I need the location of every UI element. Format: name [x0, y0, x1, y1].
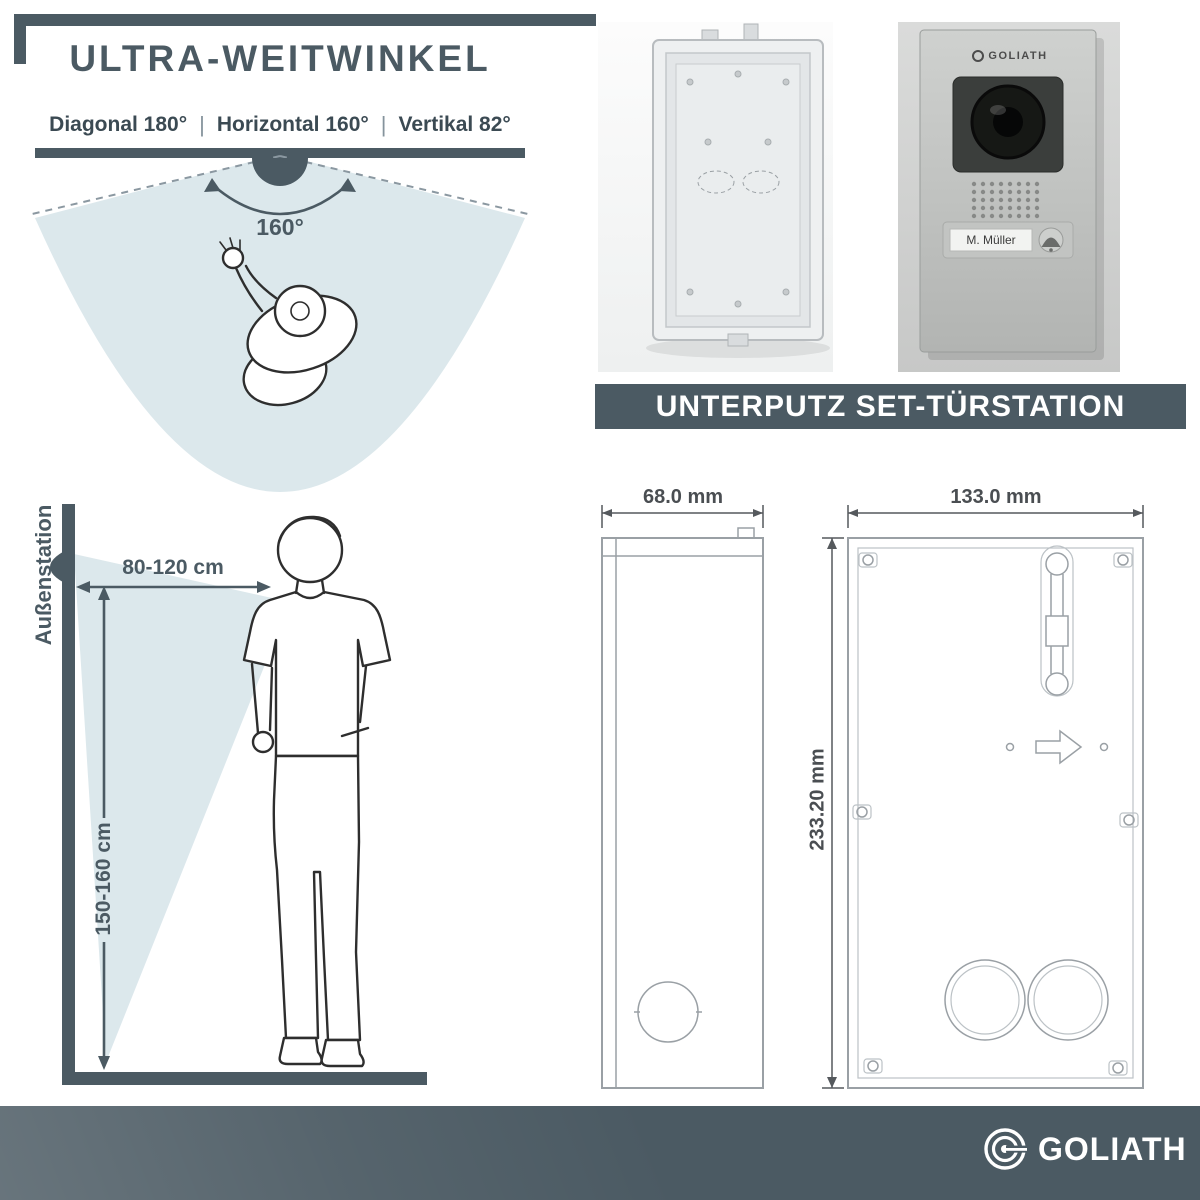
- direction-arrow-mark: [1035, 729, 1083, 765]
- arc-arrowhead-right: [339, 178, 356, 192]
- bell-clapper: [1049, 248, 1053, 252]
- camera-beam: [74, 554, 290, 1062]
- front-view-drawing: [822, 505, 1144, 1089]
- width-dimension-label: 133.0 mm: [950, 486, 1042, 508]
- depth-arrowhead-right: [753, 509, 763, 517]
- spec-divider: |: [199, 112, 205, 137]
- person-arm: [234, 266, 264, 313]
- footer-logo: GOLIATH: [982, 1126, 1187, 1172]
- angle-arc: [213, 185, 347, 216]
- fov-edge-left: [31, 155, 281, 215]
- distance-label: 80-120 cm: [122, 556, 224, 579]
- device-brand: GOLIATH: [948, 50, 1072, 62]
- angle-value-label: 160°: [256, 214, 304, 240]
- height-dimension-line: [822, 537, 844, 1089]
- person-top-view: [219, 237, 358, 407]
- height-label: 150-160 cm: [92, 822, 115, 936]
- knockout-oval-left: [697, 170, 735, 194]
- product-banner: UNTERPUTZ SET-TÜRSTATION: [595, 384, 1186, 429]
- person-pocket-arm: [340, 664, 370, 738]
- frame-left-stub: [14, 14, 26, 64]
- screw-holes: [686, 70, 790, 308]
- lens-highlight: [990, 105, 1006, 115]
- person-hair: [277, 515, 342, 544]
- goliath-logo-icon: [984, 1128, 1028, 1170]
- angle-diagram-graphic: [31, 148, 529, 492]
- height-arrowhead-top: [827, 538, 837, 549]
- height-dimension-label: 233.20 mm: [806, 748, 829, 851]
- side-box-outline: [601, 537, 764, 1089]
- person-shoe-right: [320, 1038, 365, 1068]
- device-logo-icon: [972, 50, 985, 62]
- technical-drawings: [601, 505, 1144, 1089]
- depth-arrowhead-left: [602, 509, 612, 517]
- keyhole-slots: [1040, 545, 1074, 697]
- bell-icon: [1041, 237, 1061, 247]
- pilot-hole-left: [1005, 742, 1015, 752]
- person-pants: [272, 754, 362, 1042]
- footer-brand-text: GOLIATH: [1038, 1130, 1187, 1167]
- speaker-grille: [971, 181, 1040, 219]
- spec-horizontal: Horizontal 160°: [216, 113, 369, 136]
- angle-specs-row: Diagonal 180° | Horizontal 160° | Vertik…: [20, 112, 540, 138]
- pilot-hole-right: [1099, 742, 1109, 752]
- person-arm-inner: [244, 264, 278, 300]
- side-view-drawing: [601, 505, 764, 1089]
- floor-bar: [62, 1072, 427, 1085]
- width-dimension-line: [847, 505, 1144, 528]
- photo-flush-mount-box: [598, 22, 833, 372]
- width-arrowhead-left: [848, 509, 858, 517]
- footer-swoosh: [0, 1106, 1200, 1200]
- spec-diagonal: Diagonal 180°: [49, 113, 188, 136]
- mounting-diagram-graphic: [50, 504, 427, 1085]
- person-fingers: [219, 237, 241, 251]
- person-side-view: [242, 515, 392, 1068]
- person-head: [273, 284, 327, 338]
- mounting-clip-bottom: [727, 333, 749, 347]
- person-hand: [221, 246, 245, 270]
- person-hand: [251, 730, 275, 754]
- height-arrowhead-bottom: [98, 1056, 110, 1070]
- photo-door-station: [898, 22, 1120, 372]
- distance-arrowhead-right: [257, 581, 271, 593]
- camera-lens-icon: [252, 158, 308, 186]
- footer-band: [0, 1106, 1200, 1200]
- person-shoe-left: [278, 1036, 323, 1066]
- box-shadow: [646, 338, 830, 358]
- frame-top-bar: [14, 14, 596, 26]
- fov-edge-right: [279, 155, 529, 215]
- height-arrowhead-top: [98, 586, 110, 600]
- height-arrowhead-bottom: [827, 1077, 837, 1088]
- front-box-outline: [847, 537, 1144, 1089]
- spec-vertikal: Vertikal 82°: [398, 113, 511, 136]
- station-device-icon: [50, 546, 75, 588]
- depth-dimension-label: 68.0 mm: [642, 486, 724, 508]
- side-box-folds: [602, 538, 763, 1088]
- person-hair-whorl: [290, 301, 310, 321]
- distance-arrowhead-left: [76, 581, 90, 593]
- wall-bar: [62, 504, 75, 1084]
- camera-lens-core: [993, 107, 1023, 137]
- corner-fasteners: [852, 552, 1139, 1076]
- arc-arrowhead-left: [204, 178, 221, 192]
- person-shirt: [242, 590, 392, 758]
- depth-dimension-line: [601, 505, 764, 528]
- person-forearm: [250, 662, 274, 735]
- spec-divider: |: [380, 112, 387, 137]
- cable-knockouts: [944, 959, 1109, 1041]
- device-brand-text: GOLIATH: [988, 50, 1048, 62]
- width-arrowhead-right: [1133, 509, 1143, 517]
- ceiling-bar: [35, 148, 525, 158]
- knockout-oval-right: [742, 170, 780, 194]
- nameplate-window: [949, 228, 1033, 252]
- box-back-plate: [675, 63, 801, 317]
- nameplate-text: M. Müller: [966, 233, 1016, 247]
- page-title: ULTRA-WEITWINKEL: [69, 38, 491, 79]
- person-neck: [294, 578, 326, 595]
